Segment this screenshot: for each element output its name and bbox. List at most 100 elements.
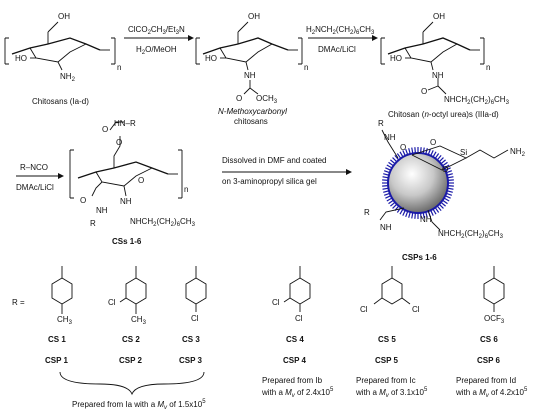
substituent-cs2: Cl CH3 CS 2 CSP 2 (108, 266, 147, 365)
silica-bead (387, 152, 449, 214)
hn-r-label: HN–R (114, 119, 136, 128)
note-id-line1: Prepared from Id (456, 376, 516, 385)
css-caption: CSs 1-6 (112, 237, 142, 246)
oh-label: OH (433, 12, 445, 21)
n-subscript: n (304, 63, 308, 72)
ring-o: O (138, 176, 144, 185)
urea-caption: Chitosan (n-octyl urea)s (IIIa-d) (388, 110, 499, 119)
amine-label: NH2 (510, 147, 526, 158)
si-label: Si (460, 148, 467, 157)
note-ic-line2: with a Mv of 3.1x105 (355, 387, 428, 399)
reaction-arrow-1: ClCO2CH3/Et3N H2O/MeOH (124, 25, 194, 56)
octyl-chain-label: NHCH2(CH2)6CH3 (438, 229, 504, 240)
csp6-label: CSP 6 (477, 356, 501, 365)
note-id-line2: with a Mv of 4.2x105 (455, 387, 528, 399)
coating-text-line1: Dissolved in DMF and coated (222, 156, 327, 165)
arrow1-solvent: H2O/MeOH (136, 45, 177, 56)
bead-fringe-strand (430, 150, 434, 157)
si-o-label-2: O (442, 165, 448, 174)
coating-arrow: Dissolved in DMF and coated on 3-aminopr… (222, 156, 352, 186)
arrow2-reagent: H2NCH2(CH2)6CH3 (306, 25, 375, 36)
bead-fringe-strand (440, 201, 446, 207)
top-carbonyl-o: O (102, 125, 108, 134)
substituent-cs6: OCF3 CS 6 CSP 6 (477, 266, 505, 365)
cs3-label: CS 3 (182, 335, 200, 344)
ocf3-label: OCF3 (484, 314, 505, 325)
left-nh-label: NH (96, 206, 108, 215)
arrow2-solvent: DMAc/LiCl (318, 45, 356, 54)
bead-fringe-strand (402, 209, 406, 216)
chitosan-caption: Chitosans (Ia-d) (32, 97, 89, 106)
octyl-chain-label: NHCH2(CH2)6CH3 (444, 95, 510, 106)
csp4-label: CSP 4 (283, 356, 307, 365)
bead-fringe-strand (443, 197, 450, 202)
nh-label: NH (432, 71, 444, 80)
note-ib-line2: with a Mv of 2.4x105 (261, 387, 334, 399)
csp1-label: CSP 1 (45, 356, 69, 365)
bead-fringe-strand (430, 209, 434, 216)
reaction-arrow-2: H2NCH2(CH2)6CH3 DMAc/LiCl (306, 25, 378, 54)
n-subscript: n (184, 185, 188, 194)
bead-fringe-strand (402, 150, 406, 157)
bead-fringe-strand (444, 195, 451, 199)
left-carbonyl-o: O (80, 196, 86, 205)
n-subscript: n (117, 63, 121, 72)
bead-fringe-strand (436, 205, 442, 211)
cl-meta-label: Cl (272, 298, 280, 307)
cs2-label: CS 2 (122, 335, 140, 344)
bead-fringe-strand (386, 197, 393, 202)
carbonyl-o-label: O (236, 94, 242, 103)
bead-fringe-strand (434, 207, 440, 213)
bead-fringe-strand (444, 167, 451, 171)
cs5-label: CS 5 (378, 335, 396, 344)
csp3-label: CSP 3 (179, 356, 203, 365)
methoxycarbonyl-chitosan-structure: OH HO NH O OCH3 n N-Methoxycarbonyl chit… (195, 12, 308, 126)
bead-fringe-strand (385, 195, 392, 199)
substituent-cs5: Cl Cl CS 5 CSP 5 (360, 266, 420, 365)
isocyanate-reagent: R–NCO (20, 163, 48, 172)
cs1-label: CS 1 (48, 335, 66, 344)
bead-fringe-strand (436, 155, 442, 161)
bead-fringe-strand (434, 153, 440, 159)
arrow3-solvent: DMAc/LiCl (16, 183, 54, 192)
bead-fringe-strand (440, 159, 446, 165)
note-ic-line1: Prepared from Ic (356, 376, 416, 385)
grouping-brace (59, 371, 205, 396)
oh-label: OH (248, 12, 260, 21)
octyl-chain-label: NHCH2(CH2)6CH3 (130, 217, 196, 228)
cl-left-label: Cl (360, 305, 368, 314)
cs6-label: CS 6 (480, 335, 498, 344)
carbonyl-o-label: O (421, 87, 427, 96)
left-r-label: R (90, 219, 96, 228)
r-equals-label: R = (12, 298, 25, 307)
top-r-label: R (378, 119, 384, 128)
bead-fringe-strand (390, 201, 396, 207)
bottom-r-label: R (364, 208, 370, 217)
substituent-cs1: CH3 CS 1 CSP 1 (45, 266, 73, 365)
substituent-cs4: Cl Cl CS 4 CSP 4 (272, 266, 311, 365)
ho-label: HO (205, 54, 217, 63)
bead-fringe-strand (385, 167, 392, 171)
csp-structure: R NH O Si NH2 O O R NH NH NHCH2(CH2)6CH3… (364, 119, 526, 262)
ch3-label: CH3 (131, 315, 147, 326)
chitosan-structure: OH HO NH2 n Chitosans (Ia-d) (4, 12, 121, 106)
csp5-label: CSP 5 (375, 356, 399, 365)
note-ib-line1: Prepared from Ib (262, 376, 323, 385)
bead-fringe-strand (443, 164, 450, 169)
urea-nh-label: NH (420, 215, 432, 224)
note-ia: Prepared from Ia with a Mv of 1.5x105 (72, 399, 206, 411)
cl-label: Cl (108, 298, 116, 307)
si-o-label: O (430, 138, 436, 147)
arrow1-reagent: ClCO2CH3/Et3N (128, 25, 185, 36)
reaction-arrow-3: R–NCO DMAc/LiCl (16, 163, 64, 192)
css-structure: HN–R O O O O NH R NH NHCH2(CH2)6CH3 n CS… (69, 119, 196, 246)
csp2-label: CSP 2 (119, 356, 143, 365)
bead-fringe-strand (386, 164, 393, 169)
bead-fringe-strand (396, 153, 402, 159)
octyl-urea-chitosan-structure: OH HO NH O NHCH2(CH2)6CH3 n Chitosan (n-… (380, 12, 510, 119)
methoxy-caption-line1: N-Methoxycarbonyl (218, 107, 287, 116)
n-subscript: n (486, 63, 490, 72)
top-nh-label: NH (384, 133, 396, 142)
cs4-label: CS 4 (286, 335, 304, 344)
